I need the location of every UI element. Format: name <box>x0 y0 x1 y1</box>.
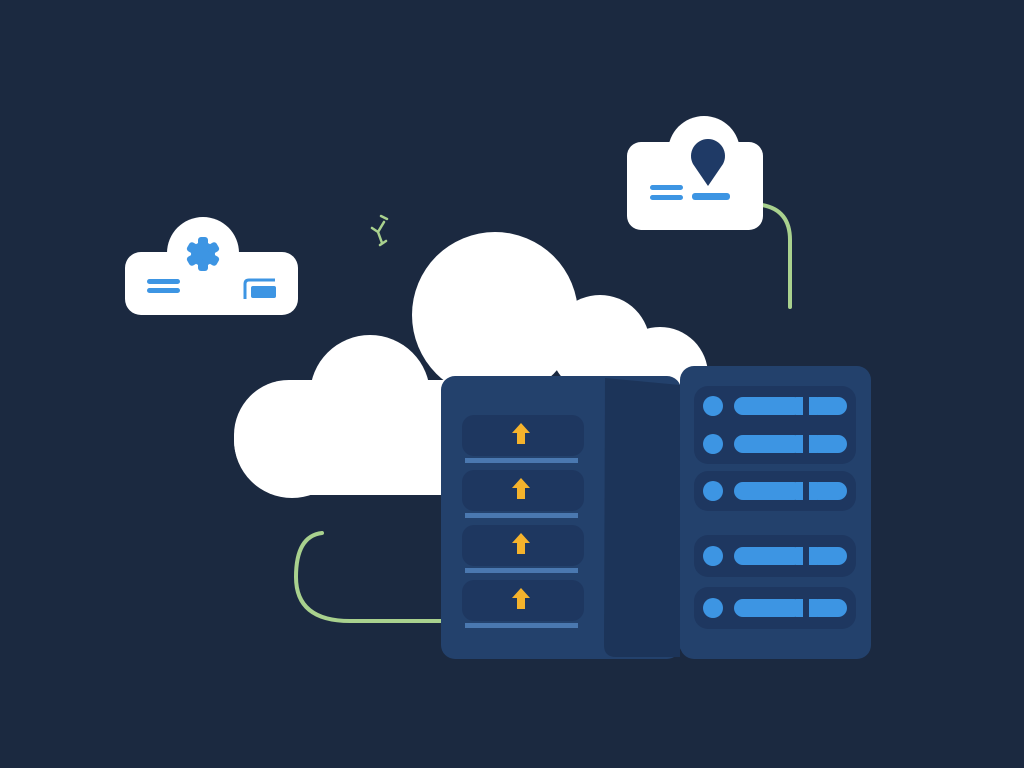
status-bar <box>734 599 803 617</box>
gear-icon <box>186 237 220 271</box>
status-bar-short <box>809 547 847 565</box>
text-line <box>147 279 180 284</box>
status-dot <box>703 396 723 416</box>
status-bar <box>734 482 803 500</box>
location-card <box>627 116 763 230</box>
upload-arrow-icon <box>512 588 530 609</box>
status-row <box>703 481 847 501</box>
status-row <box>703 546 847 566</box>
status-bar <box>734 435 803 453</box>
upload-arrow-icon <box>512 533 530 554</box>
slot-divider <box>465 623 578 628</box>
status-dot <box>703 481 723 501</box>
status-dot <box>703 434 723 454</box>
settings-card <box>125 217 298 315</box>
left-cable <box>293 531 444 623</box>
status-dot <box>703 546 723 566</box>
status-row <box>703 396 847 416</box>
slot-divider <box>465 568 578 573</box>
status-row <box>703 598 847 618</box>
upload-arrow-icon <box>512 423 530 444</box>
sparkle-icon <box>370 214 389 247</box>
upload-slot <box>462 415 584 463</box>
location-pin-icon <box>691 138 725 186</box>
status-server <box>680 366 871 659</box>
status-bar-short <box>809 599 847 617</box>
upload-arrow-icon <box>512 478 530 499</box>
status-bar-short <box>809 435 847 453</box>
text-line <box>692 193 730 200</box>
status-bar-short <box>809 397 847 415</box>
slot-divider <box>465 513 578 518</box>
text-line <box>650 195 683 200</box>
status-bar <box>734 547 803 565</box>
card-icon <box>243 278 276 299</box>
text-line <box>147 288 180 293</box>
status-bar <box>734 397 803 415</box>
slot-divider <box>465 458 578 463</box>
right-cable <box>760 203 792 309</box>
status-row <box>703 434 847 454</box>
text-line <box>650 185 683 190</box>
status-dot <box>703 598 723 618</box>
status-bar-short <box>809 482 847 500</box>
upload-slot <box>462 525 584 573</box>
upload-slot <box>462 470 584 518</box>
upload-slot <box>462 580 584 628</box>
upload-server <box>441 376 681 659</box>
